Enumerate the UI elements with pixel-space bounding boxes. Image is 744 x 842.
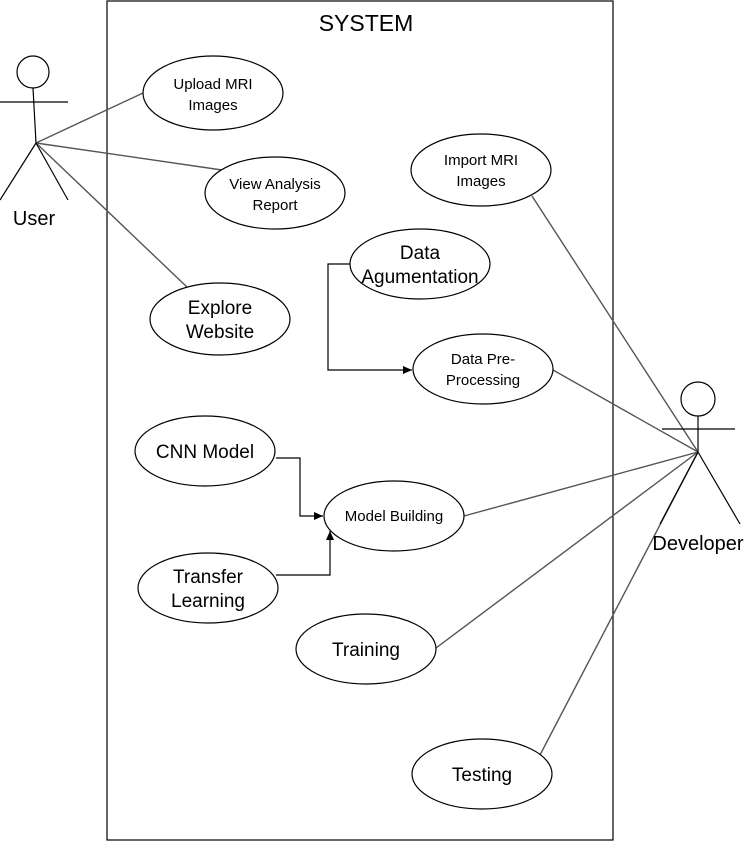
use-case-model-building: Model Building bbox=[323, 480, 465, 552]
use-case-testing: Testing bbox=[411, 738, 553, 810]
svg-text:Processing: Processing bbox=[446, 372, 520, 389]
association-developer-import bbox=[531, 195, 699, 453]
svg-text:View Analysis: View Analysis bbox=[229, 176, 320, 193]
association-developer-training bbox=[435, 451, 699, 649]
developer-actor-label: Developer bbox=[652, 533, 744, 555]
svg-text:Images: Images bbox=[188, 97, 237, 114]
flow-augmentation-to-preprocessing bbox=[327, 263, 412, 374]
svg-text:Upload MRI: Upload MRI bbox=[173, 76, 252, 93]
svg-text:Testing: Testing bbox=[452, 765, 512, 786]
use-case-explore-website: Explore Website bbox=[149, 282, 291, 356]
association-user-upload bbox=[35, 92, 144, 144]
association-user-view-report bbox=[35, 142, 223, 171]
developer-actor bbox=[659, 381, 741, 525]
use-case-transfer-learning: Transfer Learning bbox=[137, 552, 279, 624]
use-case-training: Training bbox=[295, 613, 437, 685]
use-case-data-preprocessing: Data Pre- Processing bbox=[412, 333, 554, 405]
svg-text:Import MRI: Import MRI bbox=[444, 152, 518, 169]
svg-text:Learning: Learning bbox=[171, 591, 245, 612]
association-developer-model-building bbox=[463, 451, 699, 517]
use-case-cnn-model: CNN Model bbox=[134, 415, 276, 487]
svg-text:Training: Training bbox=[332, 640, 400, 661]
use-case-data-augmentation: Data Agumentation bbox=[349, 228, 491, 300]
use-case-import-mri-images: Import MRI Images bbox=[410, 133, 552, 207]
svg-text:Data Pre-: Data Pre- bbox=[451, 351, 515, 368]
svg-text:Images: Images bbox=[456, 173, 505, 190]
svg-text:Data: Data bbox=[400, 243, 441, 264]
svg-text:Explore: Explore bbox=[188, 298, 252, 319]
system-title: SYSTEM bbox=[319, 10, 414, 36]
svg-text:Website: Website bbox=[186, 322, 254, 343]
flow-cnn-to-model-building bbox=[276, 457, 323, 520]
use-case-upload-mri-images: Upload MRI Images bbox=[142, 55, 284, 131]
flow-transfer-to-model-building bbox=[276, 531, 334, 576]
svg-text:CNN Model: CNN Model bbox=[156, 442, 254, 463]
association-user-explore bbox=[35, 142, 189, 289]
use-case-view-analysis-report: View Analysis Report bbox=[204, 156, 346, 230]
svg-text:Transfer: Transfer bbox=[173, 567, 244, 588]
svg-text:Model Building: Model Building bbox=[345, 508, 443, 525]
user-actor-label: User bbox=[13, 208, 56, 230]
svg-text:Report: Report bbox=[252, 197, 298, 214]
svg-text:Agumentation: Agumentation bbox=[361, 267, 478, 288]
association-developer-preprocessing bbox=[552, 369, 699, 453]
user-actor bbox=[0, 55, 69, 201]
